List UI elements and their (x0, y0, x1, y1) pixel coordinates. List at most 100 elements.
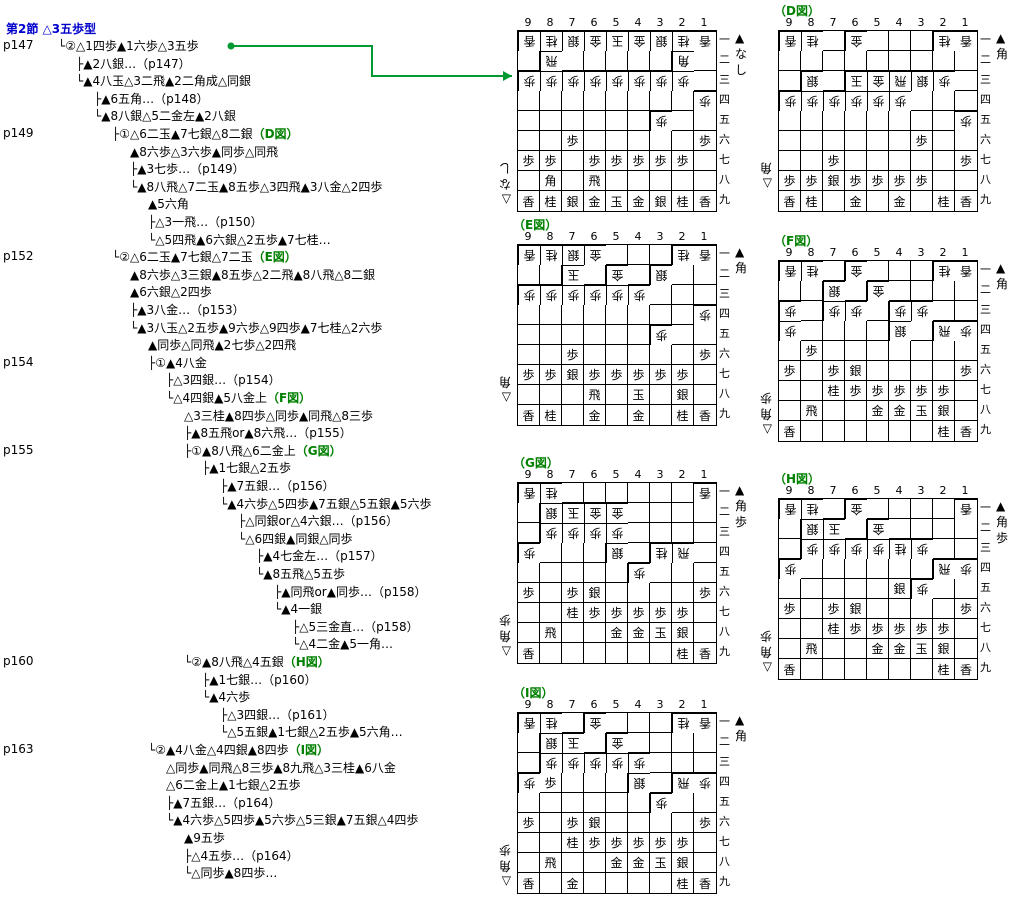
tree-line: ├▲3七歩…（p149） (130, 161, 245, 177)
row-number: 九 (980, 423, 991, 436)
empty-square (540, 265, 562, 285)
move-text: └△同歩▲8四歩… (184, 866, 278, 881)
empty-square (801, 579, 823, 599)
sente-piece: 角 (540, 171, 562, 191)
gote-piece: 桂 (672, 713, 694, 733)
move-text: ├①▲4八金 (148, 355, 207, 370)
empty-square (779, 151, 801, 171)
sente-piece: 金 (606, 853, 628, 873)
empty-square (606, 813, 628, 833)
empty-square (628, 523, 650, 543)
gote-piece: 歩 (801, 91, 823, 111)
empty-square (540, 305, 562, 325)
gote-piece: 歩 (672, 71, 694, 91)
empty-square (518, 111, 540, 131)
tree-line: ▲9五歩 (184, 830, 225, 846)
diagram-link[interactable]: （H図） (283, 655, 330, 669)
tree-line: △6二金上▲1七銀△2五歩 (166, 777, 301, 793)
empty-square (540, 583, 562, 603)
empty-square (606, 111, 628, 131)
tree-line: └△4四銀▲5八金上（F図） (166, 390, 311, 406)
move-text: └△4四銀▲5八金上 (166, 391, 267, 405)
diagram-link[interactable]: （E図） (252, 250, 297, 265)
move-text: ├△5三金直…（p158） (292, 619, 419, 634)
sente-piece: 歩 (779, 361, 801, 381)
sente-piece: 桂 (933, 659, 955, 679)
row-number: 二 (980, 53, 991, 66)
gote-piece: 歩 (606, 71, 628, 91)
empty-square (694, 151, 716, 171)
empty-square (650, 131, 672, 151)
move-text: ├①▲8八飛△6二金上 (184, 443, 296, 458)
empty-square (606, 305, 628, 325)
gote-piece: 歩 (562, 71, 584, 91)
gote-piece: 歩 (628, 753, 650, 773)
sente-piece: 歩 (911, 381, 933, 401)
page-ref: p149 (3, 126, 34, 140)
sente-piece: 香 (779, 191, 801, 211)
column-number: 4 (895, 246, 903, 259)
gote-piece: 玉 (823, 519, 845, 539)
empty-square (540, 131, 562, 151)
move-text: └▲8八銀△5二金左▲2八銀 (94, 109, 236, 124)
empty-square (584, 793, 606, 813)
sente-piece: 銀 (650, 191, 672, 211)
move-text: ├▲6五角…（p148） (94, 91, 209, 106)
gote-piece: 桂 (933, 31, 955, 51)
diagram-link[interactable]: （F図） (266, 391, 312, 405)
row-number: 一 (980, 501, 991, 514)
gote-piece: 歩 (518, 71, 540, 91)
empty-square (606, 773, 628, 793)
column-number: 8 (807, 16, 815, 29)
empty-square (823, 31, 845, 51)
sente-piece: 玉 (606, 191, 628, 211)
gote-piece: 歩 (562, 753, 584, 773)
row-number: 五 (719, 795, 730, 808)
sente-piece: 歩 (845, 619, 867, 639)
empty-square (650, 563, 672, 583)
row-number: 四 (719, 545, 730, 558)
column-number: 3 (917, 16, 925, 29)
empty-square (823, 261, 845, 281)
page-ref: p152 (3, 249, 34, 264)
diagram-link[interactable]: （G図） (295, 443, 342, 458)
sente-piece: 歩 (801, 341, 823, 361)
diagram-link[interactable]: （D図） (252, 127, 299, 141)
gote-piece: 歩 (540, 753, 562, 773)
empty-square (779, 401, 801, 421)
empty-square (845, 659, 867, 679)
empty-square (694, 523, 716, 543)
sente-piece: 銀 (584, 813, 606, 833)
empty-square (779, 51, 801, 71)
gote-hand: △ 角 (760, 161, 773, 191)
row-number: 三 (719, 755, 730, 768)
gote-piece: 歩 (584, 753, 606, 773)
gote-piece: 飛 (672, 773, 694, 793)
gote-hand: △ 角 歩 (499, 613, 512, 659)
sente-hand: ▲ 角 歩 (735, 483, 748, 529)
empty-square (628, 713, 650, 733)
move-text: └▲4六歩△5四歩▲5六歩△5三銀▲7五銀△4四歩 (166, 813, 419, 828)
row-number: 一 (980, 33, 991, 46)
gote-piece: 角 (672, 51, 694, 71)
empty-square (779, 341, 801, 361)
sente-piece: 香 (779, 421, 801, 441)
tree-line: ├①▲4八金 (148, 355, 207, 371)
diagram-link[interactable]: （I図） (288, 743, 330, 757)
empty-square (694, 171, 716, 191)
move-text: ├▲4七金左…（p157） (256, 549, 383, 564)
empty-square (540, 543, 562, 563)
column-number: 7 (568, 468, 576, 481)
gote-piece: 金 (845, 31, 867, 51)
sente-piece: 歩 (606, 151, 628, 171)
empty-square (694, 753, 716, 773)
empty-square (650, 873, 672, 893)
empty-square (518, 733, 540, 753)
empty-square (911, 281, 933, 301)
page-ref: p160 (3, 654, 34, 668)
empty-square (911, 321, 933, 341)
empty-square (584, 853, 606, 873)
empty-square (584, 305, 606, 325)
gote-piece: 飛 (933, 321, 955, 341)
